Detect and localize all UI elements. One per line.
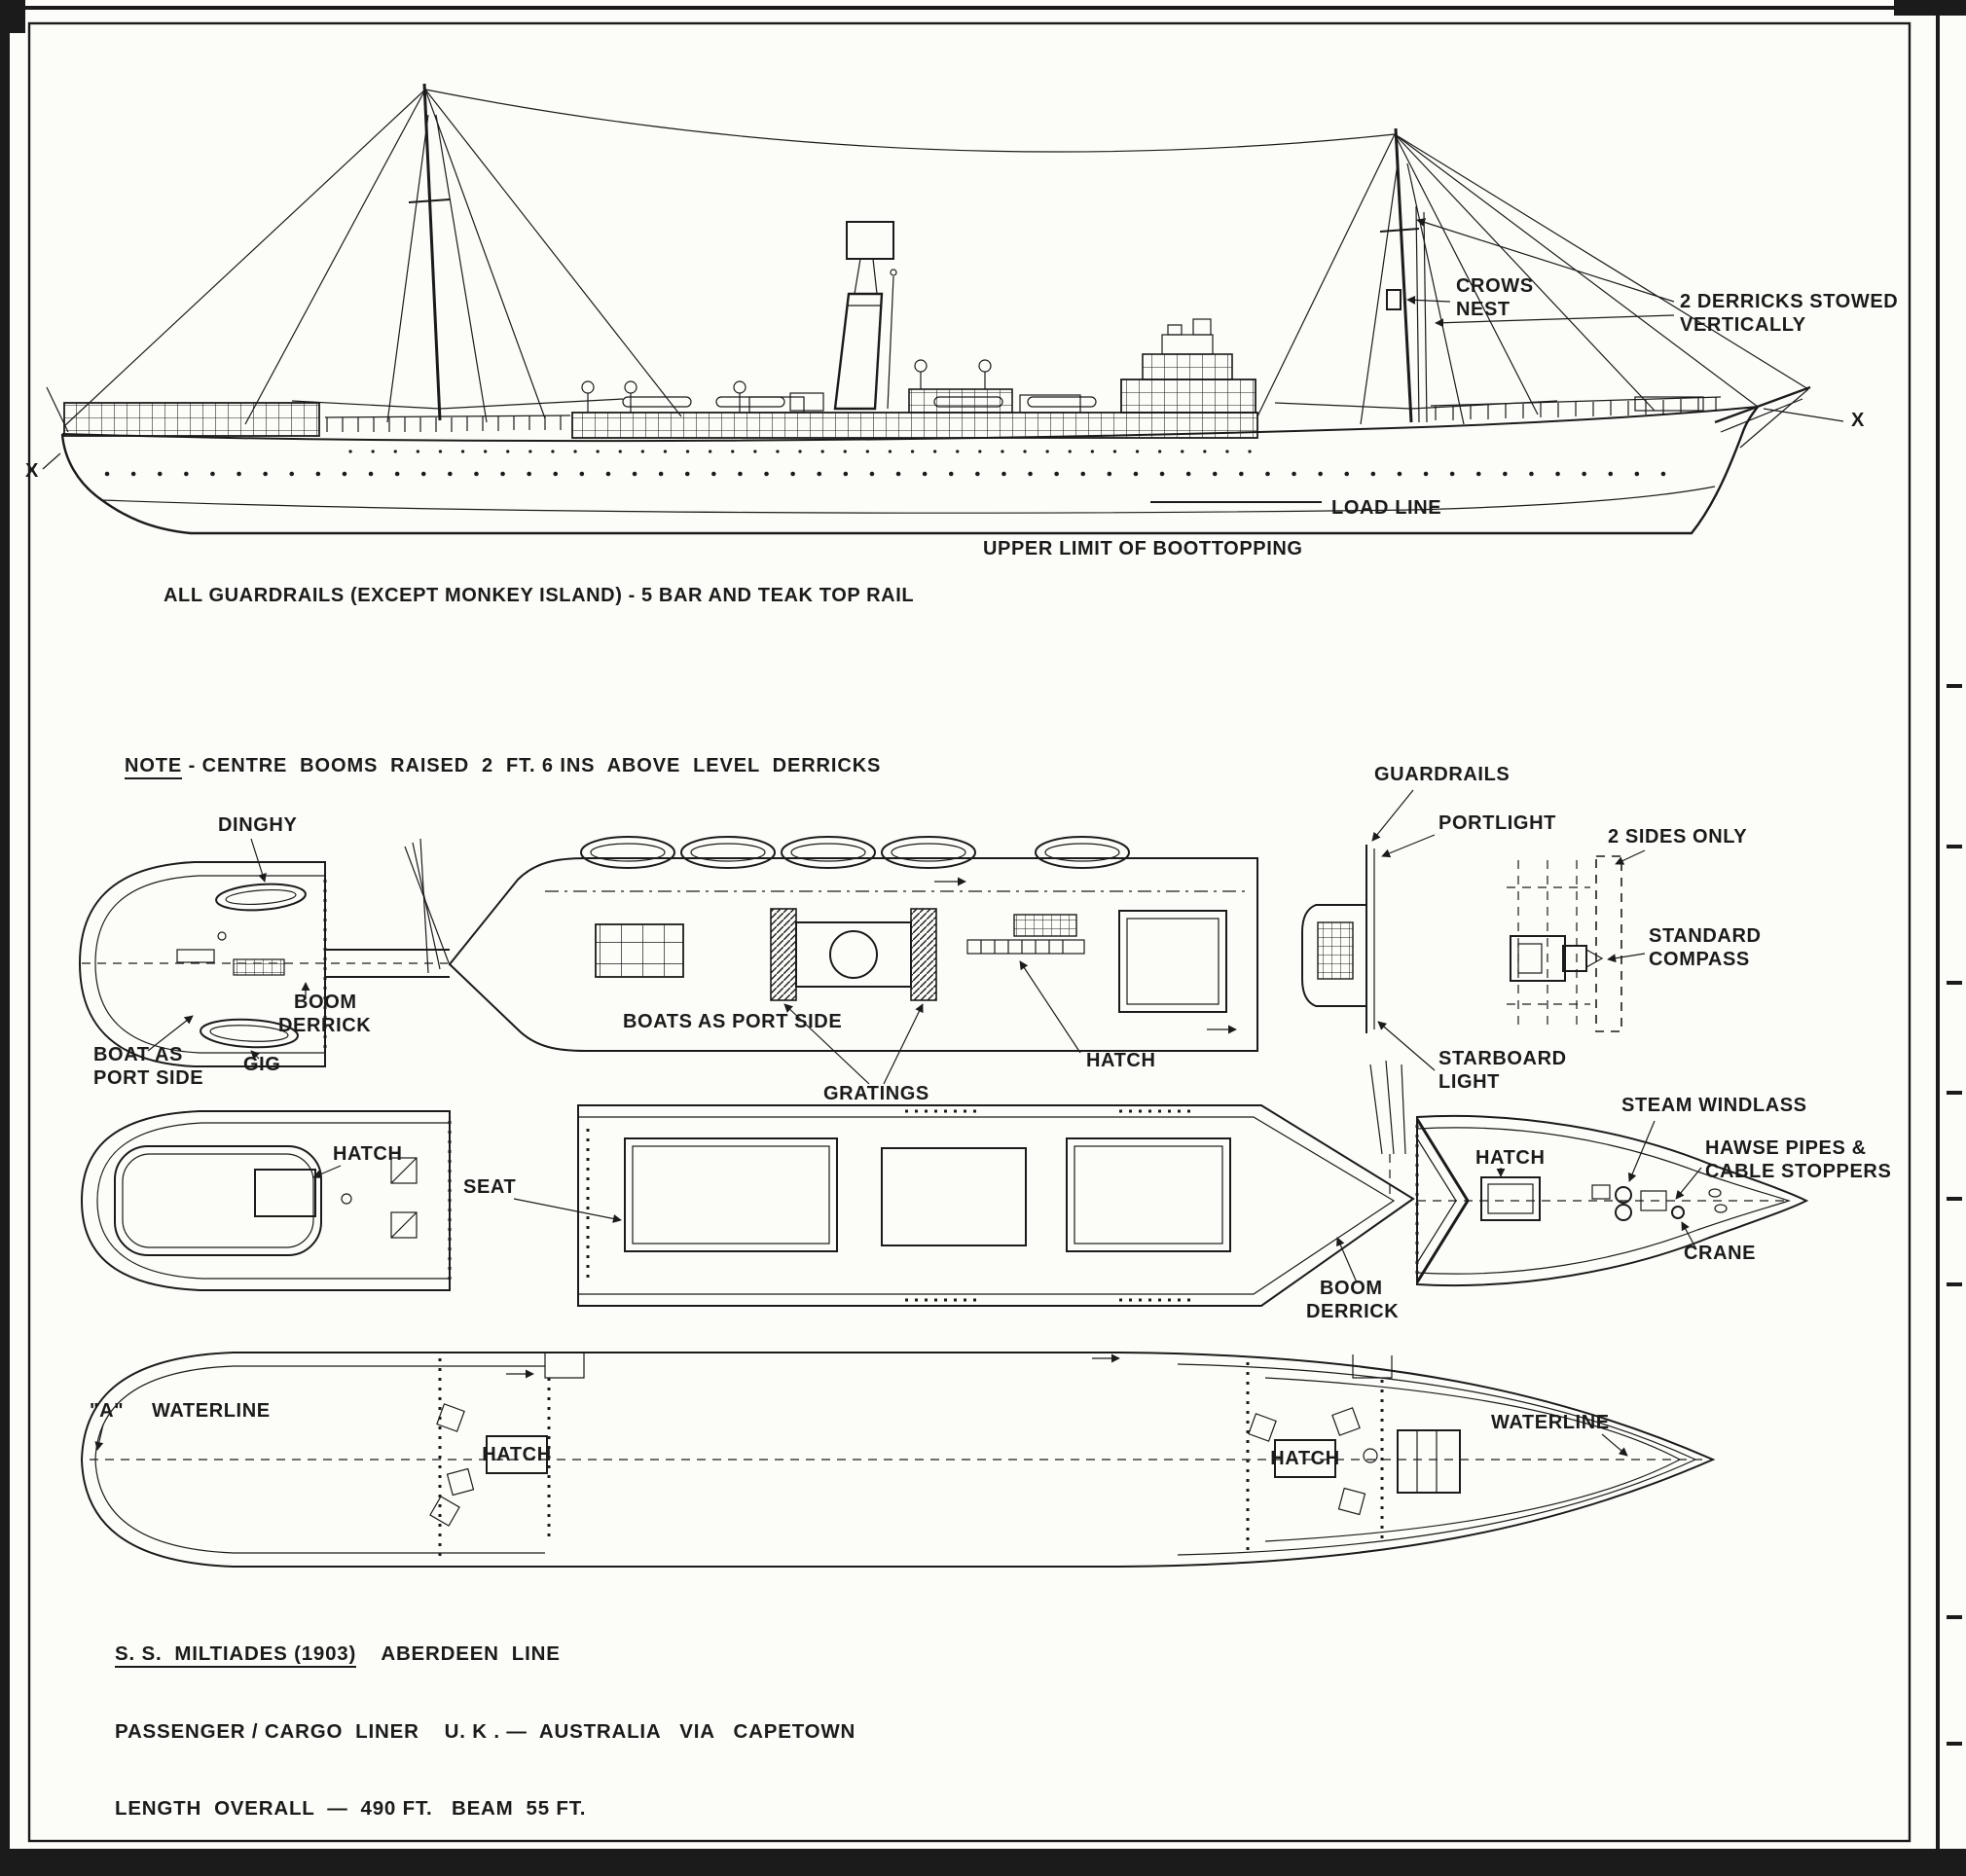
rigging-lines bbox=[63, 89, 1809, 427]
centre-boat-deck-plan bbox=[448, 836, 1258, 1052]
well-deck-railing bbox=[324, 415, 571, 432]
load-line-label: LOAD LINE bbox=[1331, 497, 1441, 519]
hawse-pipes-label: CABLE STOPPERS bbox=[1705, 1161, 1891, 1182]
gig-label: GIG bbox=[243, 1054, 280, 1075]
lifeboats-plan bbox=[580, 836, 1130, 869]
spec-dimensions-line: LENGTH OVERALL — 490 FT. BEAM 55 FT. bbox=[115, 1797, 587, 1820]
spec-route-line: PASSENGER / CARGO LINER U. K . — AUSTRAL… bbox=[115, 1719, 856, 1743]
ventilator-cowls bbox=[581, 359, 992, 413]
gratings-label: GRATINGS bbox=[823, 1083, 929, 1104]
profile-labels: CROWS NEST 2 DERRICKS STOWED VERTICALLY … bbox=[25, 218, 1898, 606]
boom-derrick-label-2: BOOM bbox=[1320, 1278, 1383, 1299]
aft-hatch-group bbox=[429, 1369, 548, 1527]
hatch-label-bow: HATCH bbox=[1475, 1147, 1546, 1169]
standard-compass-label: COMPASS bbox=[1649, 949, 1750, 970]
waterline-label-left: WATERLINE bbox=[152, 1400, 271, 1422]
starboard-light-label: LIGHT bbox=[1438, 1071, 1500, 1093]
bridge-structure bbox=[1120, 318, 1256, 414]
bowsprit bbox=[1714, 385, 1811, 449]
boottopping-line bbox=[100, 486, 1716, 514]
centre-main-deck-plan bbox=[577, 1060, 1415, 1307]
boom-derrick-label-2: DERRICK bbox=[1306, 1301, 1399, 1322]
centre-booms-note: NOTE - CENTRE BOOMS RAISED 2 FT. 6 INS A… bbox=[125, 755, 881, 779]
main-deck-plan-row: HATCH SEAT BOOM DERRICK STEAM WINDLASS H… bbox=[80, 1060, 1891, 1322]
crane-plan bbox=[1671, 1206, 1685, 1219]
forecastle-railing bbox=[1430, 396, 1722, 420]
foremast bbox=[1274, 127, 1558, 425]
bridge-wing-fragment bbox=[1301, 845, 1375, 1033]
bulwark-screen-dashed bbox=[1595, 855, 1622, 1032]
hawse-pipes-label: HAWSE PIPES & bbox=[1705, 1137, 1867, 1159]
hatch-label-boatdeck: HATCH bbox=[1086, 1050, 1156, 1071]
skylight-grating bbox=[595, 923, 684, 978]
boat-as-port-side-label: BOAT AS bbox=[93, 1044, 183, 1065]
guardrails-label: GUARDRAILS bbox=[1374, 764, 1510, 785]
portlight-label: PORTLIGHT bbox=[1438, 812, 1556, 834]
crane-label: CRANE bbox=[1684, 1243, 1756, 1264]
boat-profiles bbox=[622, 396, 1097, 408]
guardrails-note: ALL GUARDRAILS (EXCEPT MONKEY ISLAND) - … bbox=[164, 585, 914, 606]
derricks-stowed-label: 2 DERRICKS STOWED bbox=[1680, 291, 1898, 312]
derricks-stowed-label: VERTICALLY bbox=[1680, 314, 1806, 336]
starboard-light-label: STARBOARD bbox=[1438, 1048, 1567, 1069]
stern-deckhouse bbox=[63, 402, 320, 437]
waterline-label-right: WATERLINE bbox=[1491, 1412, 1610, 1433]
hatch-plan-small bbox=[1013, 914, 1077, 937]
row2-labels: HATCH SEAT BOOM DERRICK STEAM WINDLASS H… bbox=[312, 1095, 1891, 1322]
grating-strip-fwd bbox=[770, 908, 797, 1001]
fwd-hatch-group bbox=[1092, 1353, 1461, 1516]
crows-nest-label: NEST bbox=[1456, 299, 1511, 320]
dinghy-plan bbox=[215, 883, 307, 912]
row3-labels: "A" WATERLINE HATCH HATCH WATERLINE bbox=[90, 1400, 1628, 1469]
boottopping-label: UPPER LIMIT OF BOOTTOPPING bbox=[983, 538, 1303, 559]
dinghy-label: DINGHY bbox=[218, 814, 297, 836]
hull-outline bbox=[60, 406, 1759, 535]
row1-labels: DINGHY BOOM DERRICK BOAT AS PORT SIDE GI… bbox=[93, 764, 1762, 1104]
boom-derrick-label: BOOM bbox=[294, 992, 357, 1013]
x-mark-right: X bbox=[1851, 410, 1865, 431]
hatch-plan-bow bbox=[1480, 1176, 1541, 1221]
waterline-plan-row: "A" WATERLINE HATCH HATCH WATERLINE bbox=[80, 1352, 1716, 1568]
seat-label: SEAT bbox=[463, 1176, 516, 1198]
boom-derrick-label: DERRICK bbox=[278, 1015, 371, 1036]
grating-strip-aft bbox=[910, 908, 937, 1001]
steam-windlass-plan bbox=[1591, 1184, 1667, 1221]
gig-plan bbox=[200, 1018, 299, 1049]
section-a-mark: "A" bbox=[90, 1400, 124, 1422]
hatch-label-stern: HATCH bbox=[333, 1143, 403, 1165]
aft-deckhouses bbox=[748, 388, 1081, 414]
hatch-plan-stern bbox=[254, 1169, 316, 1217]
boat-deck-plan-row: DINGHY BOOM DERRICK BOAT AS PORT SIDE GI… bbox=[78, 764, 1762, 1104]
two-sides-only-label: 2 SIDES ONLY bbox=[1608, 826, 1747, 848]
steam-windlass-label: STEAM WINDLASS bbox=[1621, 1095, 1807, 1116]
edge-registration-marks bbox=[1947, 684, 1962, 1746]
ship-side-profile: CROWS NEST 2 DERRICKS STOWED VERTICALLY … bbox=[25, 83, 1898, 606]
hatch-label-fwd-hold: HATCH bbox=[1270, 1448, 1340, 1469]
crows-nest-label: CROWS bbox=[1456, 275, 1534, 297]
funnel bbox=[833, 221, 897, 411]
boom-derrick-lines bbox=[404, 838, 451, 974]
funnel-base-plan bbox=[829, 930, 878, 979]
spec-ship-name-line: S. S. MILTIADES (1903) ABERDEEN LINE bbox=[115, 1642, 1445, 1668]
standard-compass-platform bbox=[1507, 855, 1622, 1032]
specification-block: S. S. MILTIADES (1903) ABERDEEN LINE PAS… bbox=[115, 1590, 1445, 1876]
spec-hull-colours-line: HULL — GREEN, BOOTTOPPING — RED OXIDE. W… bbox=[115, 1874, 1445, 1876]
derrick-fan-lines bbox=[1369, 1060, 1406, 1199]
crows-nest bbox=[1386, 289, 1402, 310]
boats-as-port-side-label: BOATS AS PORT SIDE bbox=[623, 1011, 842, 1032]
midship-superstructure bbox=[571, 412, 1258, 439]
stern-boat-deck-plan bbox=[78, 838, 451, 1067]
bow-deck-plan bbox=[1415, 1114, 1809, 1287]
mainmast bbox=[291, 83, 624, 423]
standard-compass-label: STANDARD bbox=[1649, 925, 1762, 947]
boat-as-port-side-label: PORT SIDE bbox=[93, 1067, 203, 1089]
hatch-label-aft-hold: HATCH bbox=[482, 1444, 552, 1465]
x-mark-left: X bbox=[25, 460, 39, 482]
stern-deck-plan bbox=[80, 1110, 452, 1291]
